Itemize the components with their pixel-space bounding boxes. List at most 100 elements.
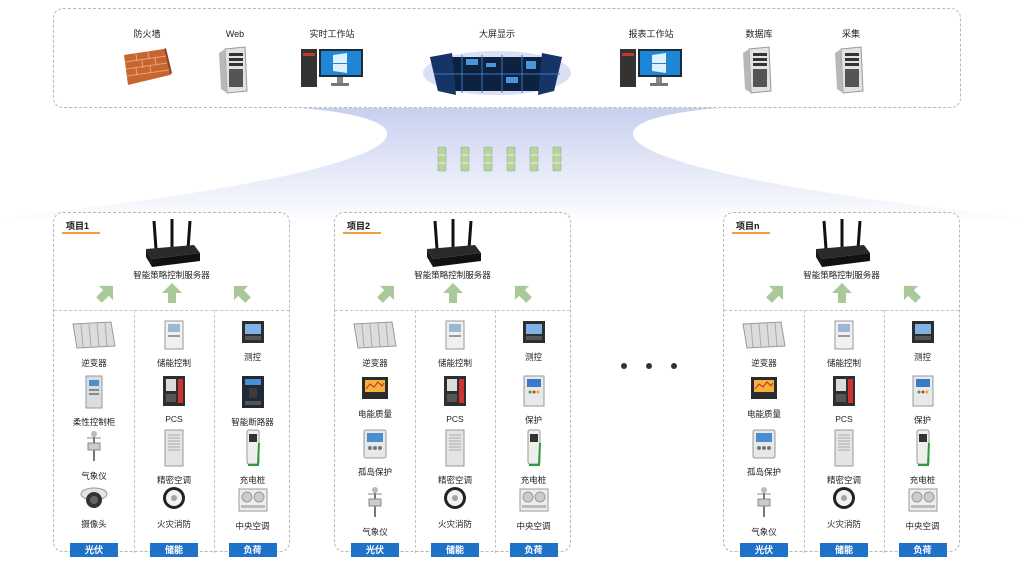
device-item: 中央空调 [215,485,291,532]
power-quality-icon [726,375,802,406]
storage-control-icon [806,320,882,355]
up-arrow-icon [894,276,928,310]
central-ac-icon [885,485,961,518]
server-tower-icon [835,46,864,94]
device-item: 火灾消防 [806,485,882,530]
top-item-label: 实时工作站 [309,29,355,39]
top-item-label: 数据库 [745,29,773,39]
charging-pile-icon [885,429,961,472]
device-label: 保护 [913,415,931,425]
column-divider [214,310,215,553]
inverter-icon [337,320,413,355]
workstation-icon [301,49,363,87]
section-divider [335,310,570,311]
device-item: 气象仪 [726,485,802,538]
central-ac-icon [215,485,291,518]
up-arrow-icon [830,281,854,305]
top-item-web: Web [190,27,280,100]
precision-ac-icon [417,429,493,472]
device-label: 电能质量 [746,409,781,419]
storage-control-icon [136,320,212,355]
top-item-database: 数据库 [714,27,804,100]
device-label: 精密空调 [437,475,472,485]
category-badge: 储能 [150,543,198,557]
island-protection-icon [726,429,802,464]
server-label: 智能策略控制服务器 [803,270,880,280]
device-item: 孤岛保护 [337,429,413,478]
server-label: 智能策略控制服务器 [133,270,210,280]
device-label: 充电桩 [239,475,266,485]
device-label: PCS [835,414,853,424]
device-item: 储能控制 [806,320,882,369]
device-item: PCS [417,375,493,424]
device-item: 气象仪 [56,429,132,482]
device-label: 储能控制 [826,358,861,368]
device-label: 火灾消防 [437,519,472,529]
server-tower-icon [743,46,772,94]
device-item: 电能质量 [337,375,413,420]
device-item: 充电桩 [496,429,572,486]
fire-protection-icon [806,485,882,516]
pcs-icon [806,375,882,412]
pcs-icon [136,375,212,412]
column-divider [804,310,805,553]
power-quality-icon [337,375,413,406]
category-badge: 负荷 [509,543,558,557]
device-label: 储能控制 [437,358,472,368]
top-item-label: Web [225,29,245,39]
device-item: 测控 [215,320,291,363]
device-item: 火灾消防 [417,485,493,530]
device-label: 气象仪 [81,471,107,481]
section-divider [54,310,289,311]
project-title: 项目n [736,221,760,231]
device-label: 测控 [243,352,261,362]
device-label: 火灾消防 [156,519,191,529]
device-item: 逆变器 [726,320,802,369]
device-item: 精密空调 [417,429,493,486]
device-label: 中央空调 [235,521,270,531]
up-arrow-icon [759,276,793,310]
workstation-icon [620,49,682,87]
device-label: 精密空调 [826,475,861,485]
category-badge: 储能 [431,543,479,557]
device-item: 柔性控制柜 [56,375,132,428]
charging-pile-icon [496,429,572,472]
device-label: 孤岛保护 [357,467,392,477]
fire-protection-icon [417,485,493,516]
server-tower-icon [219,46,248,94]
more-projects-ellipsis [621,363,677,369]
device-label: 电能质量 [357,409,392,419]
top-item-video-wall: 大屏显示 [422,27,572,106]
device-label: PCS [446,414,464,424]
protection-relay-icon [885,375,961,412]
category-badge: 负荷 [898,543,947,557]
device-item: 摄像头 [56,485,132,530]
device-label: 储能控制 [156,358,191,368]
system-panel: 防火墙 Web 实时工作站 [53,8,961,108]
device-label: 充电桩 [520,475,547,485]
device-label: 柔性控制柜 [72,417,116,427]
video-wall-icon [423,51,571,95]
device-item: 精密空调 [806,429,882,486]
data-funnel [0,108,1024,218]
device-item: 中央空调 [496,485,572,532]
device-label: 逆变器 [751,358,777,368]
device-label: 智能断路器 [231,417,274,427]
device-item: 精密空调 [136,429,212,486]
up-arrow-icon [89,276,123,310]
device-item: 中央空调 [885,485,961,532]
device-item: 气象仪 [337,485,413,538]
precision-ac-icon [136,429,212,472]
central-ac-icon [496,485,572,518]
top-item-label: 大屏显示 [478,29,515,39]
column-divider [495,310,496,553]
up-arrow-icon [224,276,258,310]
device-label: 气象仪 [751,527,777,537]
device-label: 中央空调 [905,521,940,531]
top-item-label: 报表工作站 [628,29,674,39]
top-item-label: 采集 [841,29,860,39]
category-badge: 光伏 [351,543,399,557]
device-item: 电能质量 [726,375,802,420]
